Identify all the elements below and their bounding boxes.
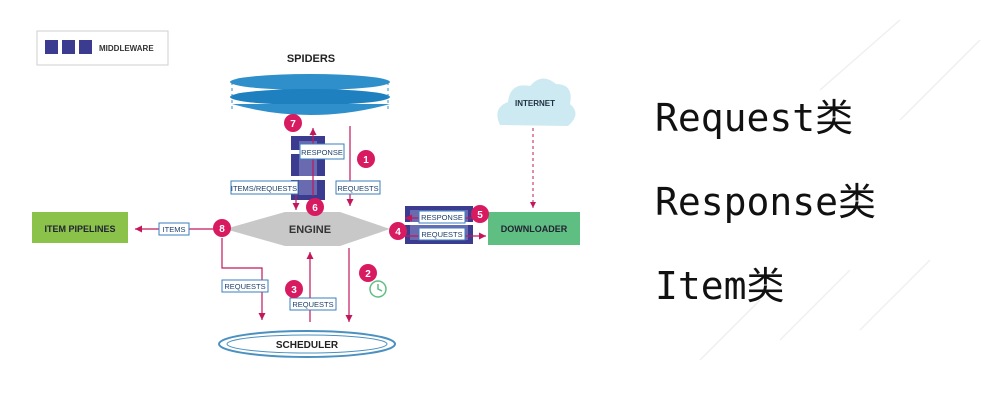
watermark [699,19,981,361]
step-1: 1 [363,155,369,166]
step-2: 2 [365,269,371,280]
step-badges: 7 1 6 8 4 5 2 3 [213,114,489,298]
step-7: 7 [290,119,296,130]
response-top-label: RESPONSE [301,148,343,157]
class-list: Request类 Response类 Item类 [655,95,876,347]
legend: MIDDLEWARE [36,30,169,66]
clock-icon [369,280,387,298]
item-pipelines-label: ITEM PIPELINES [44,224,115,234]
step-5: 5 [477,210,483,221]
downloader-node: DOWNLOADER [488,212,580,245]
step-4: 4 [395,227,401,238]
legend-label: MIDDLEWARE [99,44,154,53]
downloader-label: DOWNLOADER [501,224,568,234]
engine-node: ENGINE [225,212,390,246]
step-3: 3 [291,285,297,296]
class-item: Item类 [655,264,785,308]
engine-label: ENGINE [289,224,331,236]
requests-spider-label: REQUESTS [337,184,378,193]
class-request: Request类 [655,96,854,140]
requests-dl-label: REQUESTS [421,230,462,239]
middleware-swatch [45,40,58,54]
scheduler-label: SCHEDULER [276,340,339,351]
items-requests-label: ITEMS/REQUESTS [231,184,297,193]
middleware-swatch [62,40,75,54]
requests-sched-mid-label: REQUESTS [292,300,333,309]
response-dl-label: RESPONSE [421,213,463,222]
edge-labels: RESPONSE ITEMS/REQUESTS REQUESTS ITEMS R… [158,143,466,311]
spiders-node: SPIDERS [230,53,390,115]
requests-sched-left-label: REQUESTS [224,282,265,291]
middleware-swatch [79,40,92,54]
scheduler-node: SCHEDULER [218,330,396,358]
class-response: Response类 [655,180,877,224]
internet-node: INTERNET [497,78,576,208]
items-label: ITEMS [163,225,186,234]
step-8: 8 [219,224,225,235]
internet-label: INTERNET [515,99,555,108]
item-pipelines-node: ITEM PIPELINES [32,212,128,243]
step-6: 6 [312,203,318,214]
spiders-label: SPIDERS [287,53,335,65]
